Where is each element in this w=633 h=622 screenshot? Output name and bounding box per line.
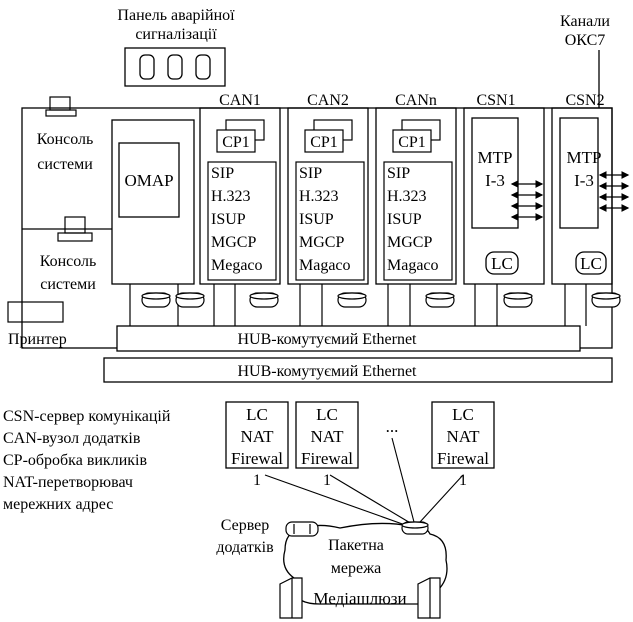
csn-1-lc: LC — [491, 254, 513, 273]
lc-box-2-l3: Firewal — [301, 449, 353, 468]
omap-label: OMAP — [124, 171, 173, 190]
lc-box-3-l1: LC — [452, 405, 474, 424]
can-n-proto-1: SIP — [387, 165, 410, 182]
disk-icons — [141, 292, 621, 308]
lc-links — [264, 437, 464, 527]
can-unit-n — [375, 107, 457, 285]
legend-line-4: NAT-перетворювач — [3, 474, 133, 491]
hub-connections — [129, 284, 587, 326]
csn-2-mtp: MTP — [567, 148, 602, 167]
lc-box-2-l1: LC — [316, 405, 338, 424]
can-2-proto-1: SIP — [299, 165, 322, 182]
alarm-panel-title-2: сигналізації — [135, 26, 217, 43]
console-2-label-1: Консоль — [40, 253, 97, 270]
console-2-icon — [57, 216, 93, 242]
console-1-icon — [45, 96, 77, 117]
lc-box-3-l3: Firewal — [437, 449, 489, 468]
can-unit-2 — [287, 107, 369, 285]
lc-box-1-l2: NAT — [240, 427, 274, 446]
legend-line-5: мережних адрес — [3, 496, 113, 513]
csn-2-name: CSN2 — [565, 92, 604, 109]
can-2-proto-3: ISUP — [299, 211, 334, 228]
ethernet-hub-2 — [103, 357, 613, 383]
printer-icon — [7, 301, 64, 323]
can-1-cp: CP1 — [222, 134, 250, 151]
disk-icon — [141, 292, 171, 308]
can-1-proto-2: H.323 — [211, 188, 251, 205]
omap-unit — [111, 119, 195, 285]
can-1-proto-5: Megaco — [211, 257, 263, 274]
ss7-label-1: Канали — [560, 13, 610, 30]
csn-1-i3: I-3 — [485, 171, 505, 190]
alarm-panel — [124, 47, 226, 87]
ethernet-hub-2-label: HUB-комутуємий Ethernet — [238, 363, 418, 380]
can-n-name: CANn — [395, 92, 437, 109]
console-2-label-2: системи — [40, 276, 96, 293]
lc-box-3-num: 1 — [459, 472, 467, 489]
can-1-proto-1: SIP — [211, 165, 234, 182]
can-n-proto-4: MGCP — [387, 234, 432, 251]
legend-line-1: CSN-сервер комунікацій — [3, 408, 171, 425]
disk-icon — [503, 292, 533, 308]
media-gateways-label: Медіашлюзи — [313, 589, 406, 608]
can-1-proto-4: MGCP — [211, 234, 256, 251]
console-1-label-1: Консоль — [37, 131, 94, 148]
app-server-icon — [285, 521, 319, 537]
can-2-name: CAN2 — [307, 92, 349, 109]
disk-icon — [175, 292, 205, 308]
console-1-label-2: системи — [37, 156, 93, 173]
media-gateway-right — [417, 577, 441, 619]
ss7-label-2: ОКС7 — [565, 32, 606, 49]
packet-net-label-2: мережа — [331, 560, 381, 577]
media-gateway-left — [279, 577, 303, 619]
csn-1-arrows — [510, 180, 544, 221]
can-n-cp: CP1 — [398, 134, 426, 151]
disk-icon — [337, 292, 367, 308]
lc-nat-box-1 — [225, 401, 289, 469]
ethernet-hub-1 — [116, 325, 581, 352]
ellipsis: ... — [386, 417, 399, 436]
router-icon — [401, 521, 429, 535]
can-unit-1 — [199, 107, 281, 285]
can-1-proto-3: ISUP — [211, 211, 246, 228]
disk-icon — [425, 292, 455, 308]
csn-2-lc: LC — [580, 254, 602, 273]
disk-icon — [249, 292, 279, 308]
csn-1-name: CSN1 — [476, 92, 515, 109]
lc-box-2-l2: NAT — [310, 427, 344, 446]
can-n-proto-5: Magaco — [387, 257, 439, 274]
app-server-label-1: Сервер — [221, 517, 270, 534]
csn-1-mtp: MTP — [478, 148, 513, 167]
csn-unit-1 — [463, 107, 545, 285]
lc-nat-box-2 — [295, 401, 359, 469]
ethernet-hub-1-label: HUB-комутуємий Ethernet — [238, 331, 418, 348]
can-2-proto-4: MGCP — [299, 234, 344, 251]
can-n-proto-3: ISUP — [387, 211, 422, 228]
alarm-panel-title-1: Панель аварійної — [117, 7, 235, 24]
lc-box-3-l2: NAT — [446, 427, 480, 446]
legend-line-2: CAN-вузол додатків — [3, 430, 141, 447]
csn-2-arrows — [598, 171, 630, 212]
packet-network-cloud — [283, 522, 448, 605]
lc-box-1-l3: Firewal — [231, 449, 283, 468]
lc-box-1-num: 1 — [253, 472, 261, 489]
lc-nat-box-3 — [431, 401, 495, 469]
can-1-name: CAN1 — [219, 92, 261, 109]
lc-box-1-l1: LC — [246, 405, 268, 424]
lc-box-2-num: 1 — [323, 472, 331, 489]
can-2-cp: CP1 — [310, 134, 338, 151]
disk-icon — [591, 292, 621, 308]
app-server-label-2: додатків — [216, 539, 274, 556]
packet-net-label-1: Пакетна — [328, 537, 384, 554]
can-n-proto-2: H.323 — [387, 188, 427, 205]
csn-2-i3: I-3 — [574, 171, 594, 190]
printer-label: Принтер — [8, 331, 67, 348]
can-2-proto-2: H.323 — [299, 188, 339, 205]
can-2-proto-5: Magaco — [299, 257, 351, 274]
legend-line-3: CP-обробка викликів — [3, 452, 147, 469]
